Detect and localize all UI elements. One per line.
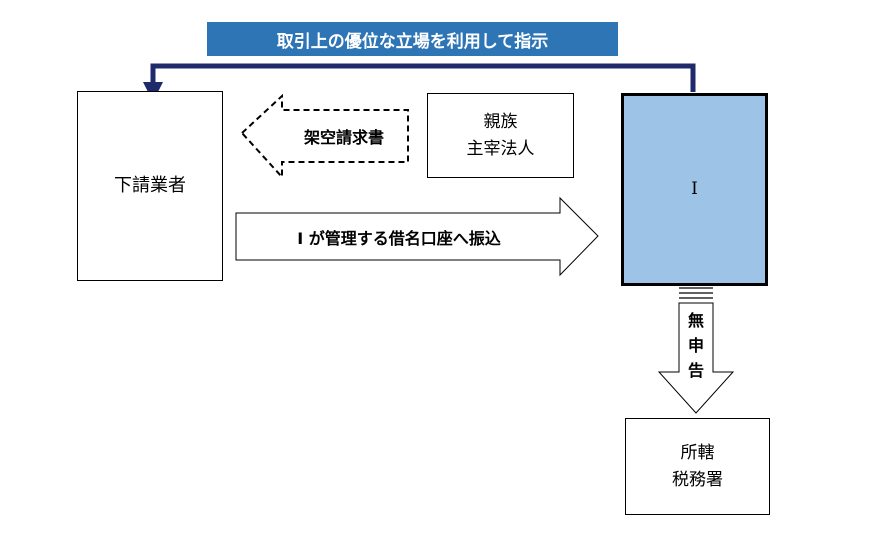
tax-office-line2: 税務署	[672, 469, 723, 490]
no-filing-arrow	[657, 302, 735, 414]
relative-corporation-line2: 主宰法人	[466, 138, 535, 159]
no-filing-char-3: 告	[687, 361, 704, 380]
instruction-arrow-line	[150, 63, 696, 92]
subcontractor-label: 下請業者	[114, 175, 186, 197]
relative-corporation-box: 親族 主宰法人	[427, 93, 574, 178]
no-filing-label: 無 申 告	[679, 308, 713, 383]
no-filing-char-1: 無	[687, 311, 704, 330]
no-filing-arrow-tail	[679, 287, 713, 299]
fake-invoice-arrow	[240, 93, 409, 180]
fake-invoice-label: 架空請求書	[303, 128, 384, 147]
tax-office-line1: 所轄	[680, 443, 715, 464]
tax-office-box: 所轄 税務署	[625, 418, 770, 515]
instruction-banner: 取引上の優位な立場を利用して指示	[207, 22, 618, 56]
no-filing-char-2: 申	[687, 336, 704, 355]
relative-corporation-line1: 親族	[483, 112, 518, 133]
subcontractor-box: 下請業者	[77, 91, 223, 281]
person-i-box: I	[621, 93, 768, 286]
transfer-label: I が管理する借名口座へ振込	[297, 229, 501, 248]
person-i-label: I	[691, 179, 698, 200]
transfer-arrow	[235, 196, 599, 277]
